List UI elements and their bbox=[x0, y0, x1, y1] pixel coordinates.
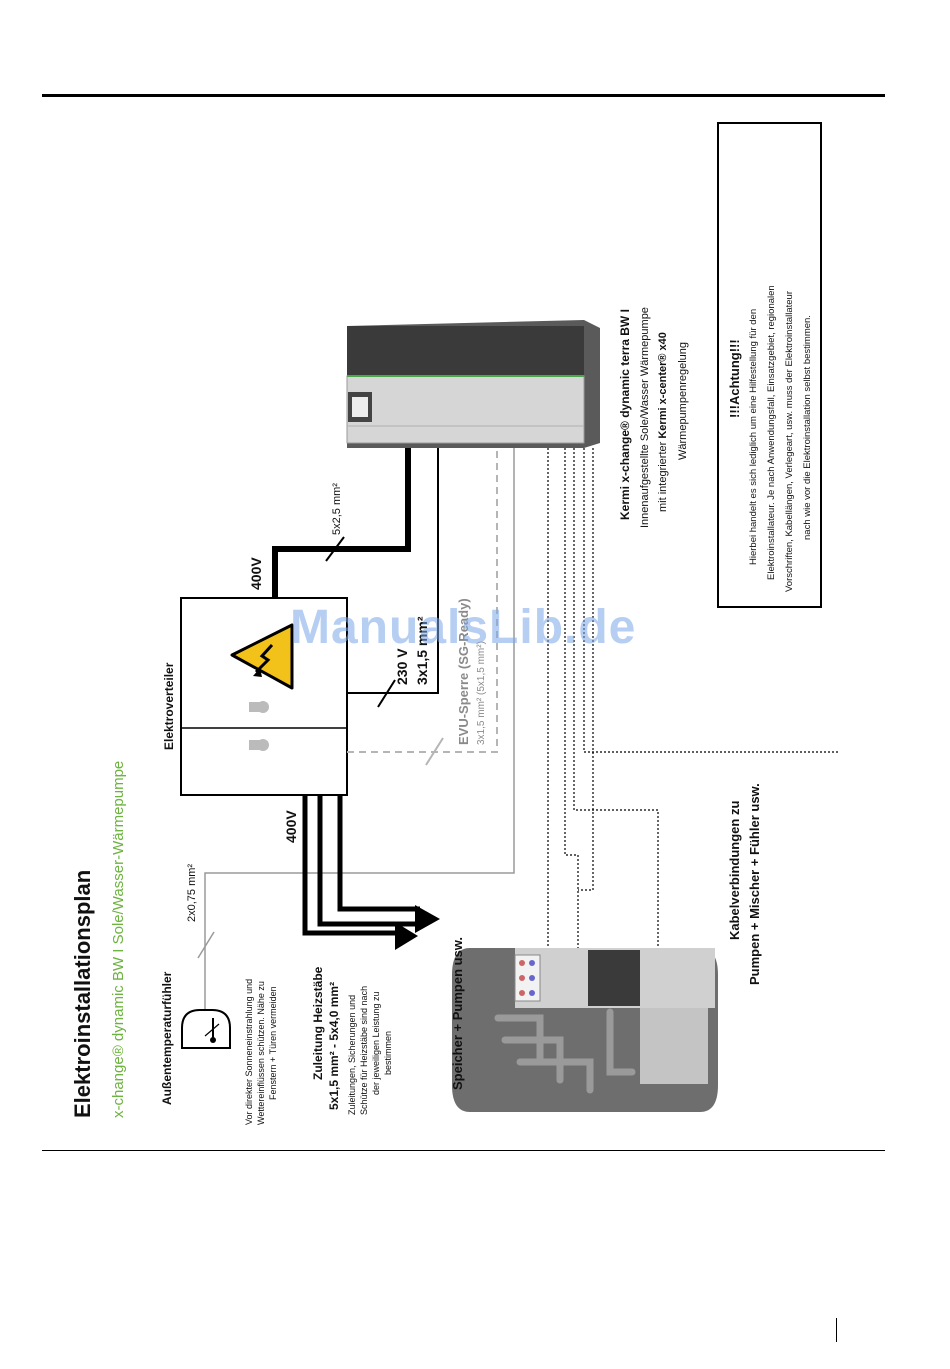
sensor-note-3: Fenstern + Türen vermeiden bbox=[268, 986, 278, 1100]
evu-cable-label: 3x1,5 mm² (5x1,5 mm²) bbox=[476, 641, 487, 745]
notice-line-3: Vorschriften, Kabellängen, Verlegeart, u… bbox=[784, 291, 795, 592]
cable-400v-storage bbox=[302, 795, 420, 936]
notice-line-4: nach wie vor die Elektroinstallation sel… bbox=[802, 315, 813, 540]
heatpump-line-1: Kermi x-change® dynamic terra BW I bbox=[618, 309, 632, 520]
heatpump-line-3b: Kermi x-center® x40 bbox=[657, 332, 669, 439]
sensor-cable-label: 2x0,75 mm² bbox=[186, 863, 198, 922]
cable-connections-line-2: Pumpen + Mischer + Fühler usw. bbox=[747, 783, 762, 985]
cable-connections-line-1: Kabelverbindungen zu bbox=[727, 800, 742, 940]
heatpump-line-3: mit integrierter Kermi x-center® x40 bbox=[656, 332, 670, 512]
notice-heading: !!!Achtung!!! bbox=[727, 339, 742, 418]
outdoor-sensor-icon bbox=[181, 1009, 231, 1049]
cable-400v-heatpump bbox=[272, 448, 411, 598]
warning-notice-box bbox=[717, 122, 822, 608]
heat-pump-unit bbox=[346, 320, 600, 448]
storage-tank bbox=[452, 948, 718, 1112]
page-title: Elektroinstallationsplan bbox=[70, 869, 95, 1118]
notice-line-2: Elektroinstallateur. Je nach Anwendungsf… bbox=[766, 285, 777, 580]
bottom-rule bbox=[42, 1150, 885, 1151]
page-number-tick bbox=[836, 1318, 837, 1342]
distributor-label: Elektroverteiler bbox=[162, 662, 176, 750]
sensor-heading: Außentemperaturfühler bbox=[160, 971, 174, 1105]
distributor-box bbox=[180, 597, 348, 796]
sensor-note-2: Wettereinflüssen schützen. Nähe zu bbox=[256, 981, 266, 1125]
dotted-cable-connections bbox=[547, 448, 840, 965]
heatpump-line-4: Wärmepumpenregelung bbox=[677, 341, 689, 460]
heater-note-2: Schütze für Heizstäbe sind nach bbox=[359, 985, 369, 1115]
sensor-note-1: Vor direkter Sonneneinstrahlung und bbox=[244, 978, 254, 1125]
heatpump-line-2: Innenaufgestellte Sole/Wasser Wärmepumpe bbox=[639, 307, 651, 528]
heater-heading: Zuleitung Heizstäbe bbox=[311, 966, 325, 1080]
watermark: ManualsLib.de bbox=[290, 601, 637, 654]
heater-note-3: der jeweiligen Leistung zu bbox=[371, 991, 381, 1095]
cable-5x25-label: 5x2,5 mm² bbox=[331, 483, 343, 535]
top-rule bbox=[42, 94, 885, 97]
heater-note-1: Zuleitungen, Sicherungen und bbox=[347, 994, 357, 1115]
high-voltage-warning-icon bbox=[230, 623, 294, 690]
volt-400-left: 400V bbox=[283, 810, 299, 843]
storage-label: Speicher + Pumpen usw. bbox=[450, 936, 465, 1090]
volt-400-top: 400V bbox=[248, 557, 264, 590]
page-subtitle: x-change® dynamic BW I Sole/Wasser-Wärme… bbox=[110, 760, 127, 1118]
notice-line-1: Hierbei handelt es sich lediglich um ein… bbox=[748, 308, 759, 565]
heater-note-4: bestimmen bbox=[383, 1030, 393, 1075]
heater-spec: 5x1,5 mm² - 5x4,0 mm² bbox=[327, 981, 341, 1110]
heatpump-line-3a: mit integrierter bbox=[657, 438, 669, 512]
